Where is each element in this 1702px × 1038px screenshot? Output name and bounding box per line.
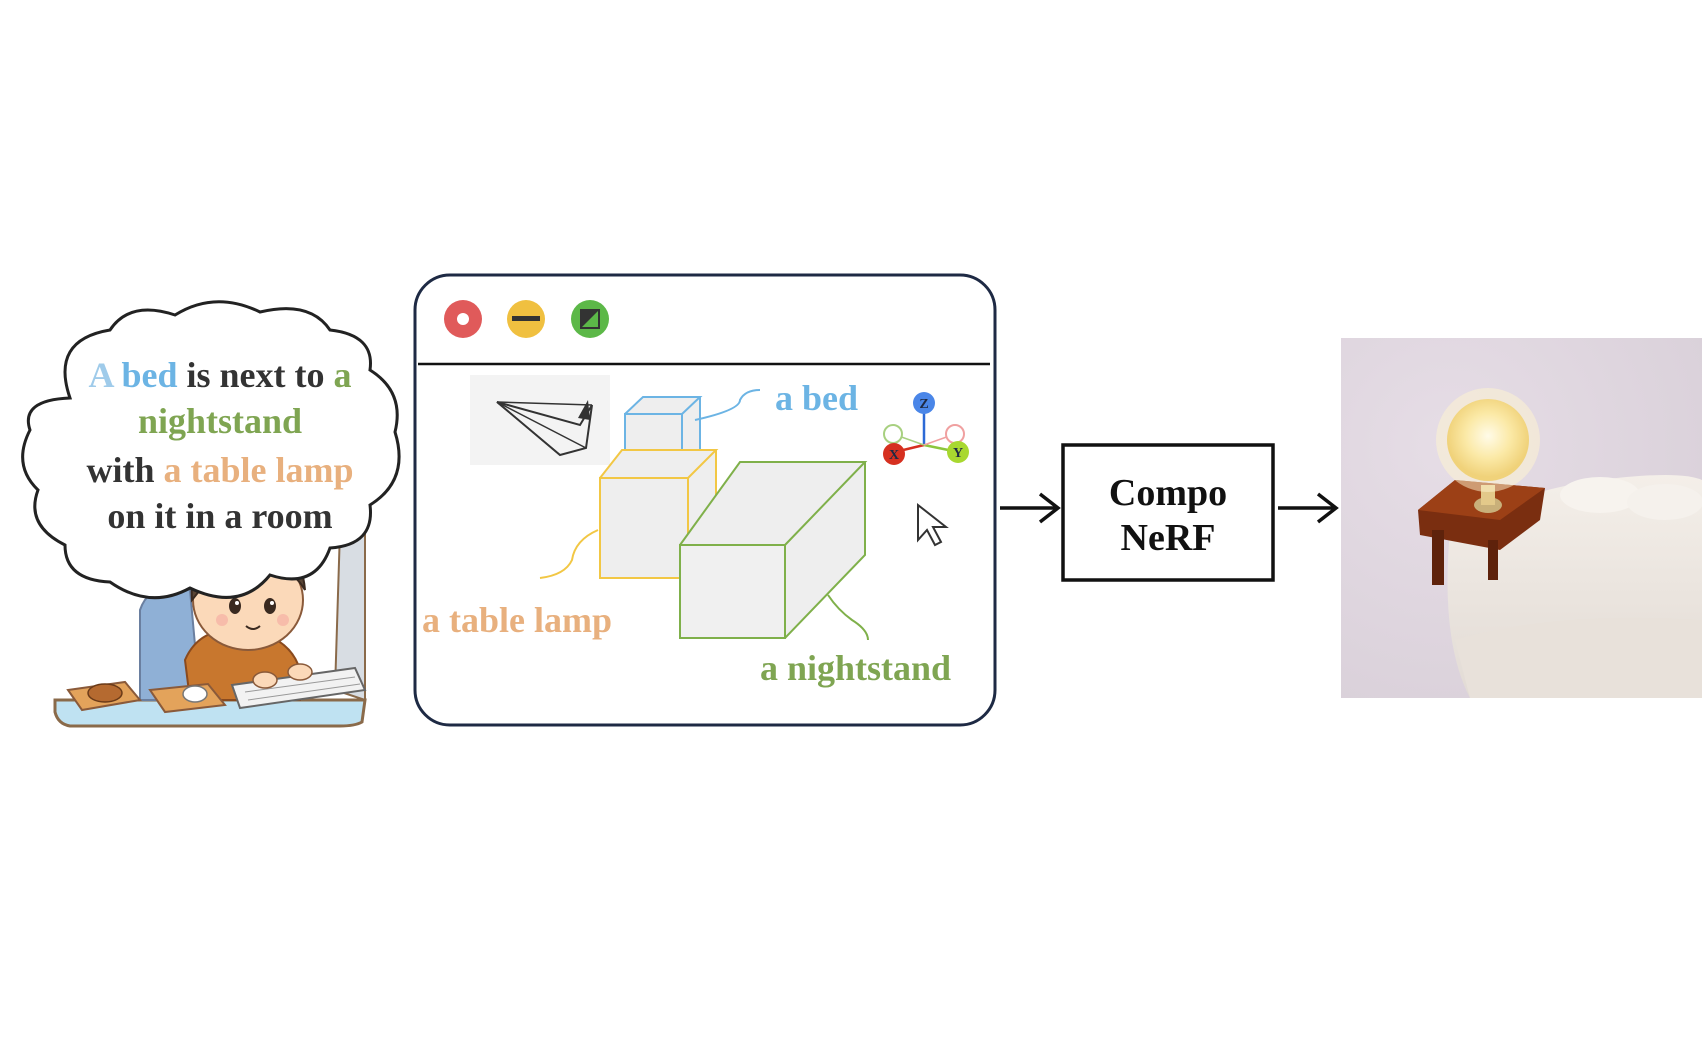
prompt-line-3: with a table lamp — [86, 450, 353, 490]
svg-text:Y: Y — [953, 446, 963, 461]
prompt-text: A bed is next to a nightstand with a tab… — [86, 355, 353, 536]
arrow-right-icon — [1000, 492, 1061, 524]
model-name-line-2: NeRF — [1121, 517, 1216, 559]
label-nightstand: a nightstand — [760, 648, 951, 688]
arrow-right-icon — [1278, 492, 1339, 524]
close-button[interactable] — [444, 300, 482, 338]
label-table-lamp: a table lamp — [422, 600, 612, 640]
mouse-icon — [182, 685, 208, 703]
svg-text:Z: Z — [919, 397, 928, 412]
svg-text:X: X — [889, 448, 899, 463]
label-bed: a bed — [775, 378, 858, 418]
camera-frustum-icon — [470, 375, 610, 465]
model-name-line-1: Compo — [1109, 472, 1227, 514]
desk — [53, 698, 367, 728]
cursor-arrow-icon — [917, 502, 949, 547]
prompt-line-4: on it in a room — [107, 496, 332, 536]
prompt-line-2: nightstand — [138, 401, 302, 441]
rendered-scene-image — [1341, 338, 1702, 698]
maximize-button[interactable] — [571, 300, 609, 338]
componerf-box: Compo NeRF — [1061, 443, 1275, 582]
prompt-line-1: A bed is next to a — [88, 355, 351, 395]
layout-editor-window: a bed a table lamp a nightstand Z X Y — [413, 273, 997, 727]
minimize-button[interactable] — [507, 300, 545, 338]
axis-gizmo-icon[interactable]: Z X Y — [883, 392, 969, 465]
nightstand-box[interactable] — [679, 461, 869, 641]
thought-bubble — [21, 300, 401, 600]
